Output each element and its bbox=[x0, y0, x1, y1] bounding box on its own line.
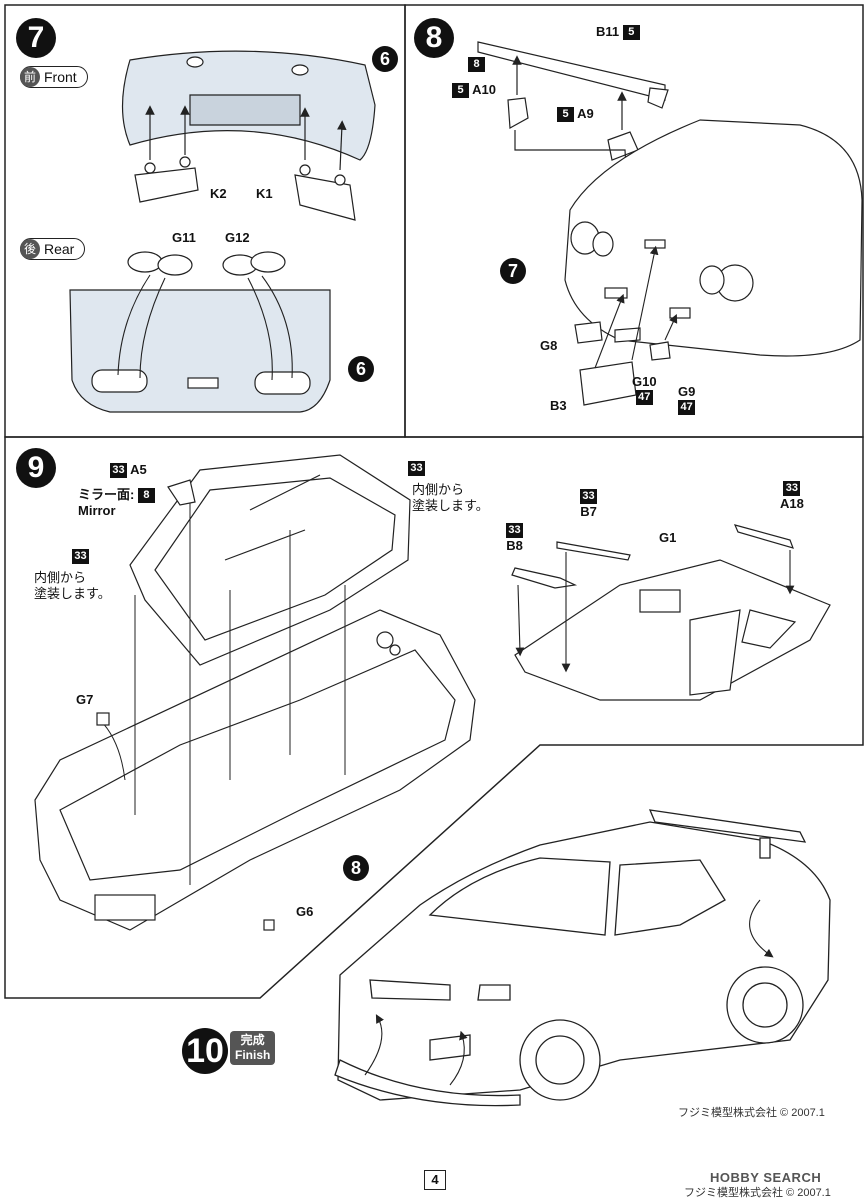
step-number-8: 8 bbox=[414, 18, 454, 58]
mirror-paint: 8 bbox=[137, 488, 155, 504]
a5-text: A5 bbox=[130, 462, 147, 477]
front-bumper-drawing bbox=[121, 50, 376, 161]
label-mirror-face: ミラー面: 8 bbox=[78, 484, 155, 504]
finish-box: 完成 Finish bbox=[230, 1031, 276, 1065]
label-a18: 33 A18 bbox=[780, 480, 804, 511]
step-number-7: 7 bbox=[16, 18, 56, 58]
inside-right-paint: 33 bbox=[408, 461, 425, 477]
window-frame-drawing bbox=[129, 454, 411, 666]
a10-paint: 5 bbox=[452, 83, 469, 99]
g11-g12-parts bbox=[127, 251, 286, 276]
car-rear-drawing bbox=[564, 119, 863, 406]
b7-part bbox=[556, 541, 631, 561]
a18-text: A18 bbox=[780, 496, 804, 512]
b7-text: B7 bbox=[580, 504, 597, 520]
a10-text: A10 bbox=[472, 82, 496, 97]
label-g7: G7 bbox=[76, 692, 94, 707]
spoiler-b11 bbox=[477, 41, 669, 109]
label-g6: G6 bbox=[296, 904, 314, 919]
a10-part bbox=[507, 97, 529, 129]
label-paint-inside-right: 33 bbox=[408, 460, 425, 477]
finish-en: Finish bbox=[235, 1048, 271, 1062]
label-g9: G9 47 bbox=[678, 384, 696, 416]
label-g10: G10 47 bbox=[632, 374, 657, 406]
finish-jp: 完成 bbox=[240, 1033, 265, 1047]
g10-paint: 47 bbox=[635, 390, 653, 406]
maker-credit: フジミ模型株式会社 © 2007.1 bbox=[678, 1107, 825, 1119]
finished-car-drawing bbox=[334, 809, 831, 1107]
label-a5: 33 A5 bbox=[110, 462, 147, 479]
label-b7: 33 B7 bbox=[580, 488, 597, 519]
label-b8: 33 B8 bbox=[506, 522, 523, 553]
front-label: Front bbox=[44, 69, 77, 85]
ref-step-8: 8 bbox=[343, 855, 369, 881]
g6-part bbox=[263, 919, 275, 931]
g10-text: G10 bbox=[632, 374, 657, 389]
roof-g1-drawing bbox=[514, 559, 831, 701]
label-k2: K2 bbox=[210, 186, 227, 201]
ref-step-7: 7 bbox=[500, 258, 526, 284]
label-a10: 5 A10 bbox=[452, 82, 496, 99]
a9-text: A9 bbox=[577, 106, 594, 121]
b7-paint: 33 bbox=[580, 489, 597, 505]
b8-part bbox=[511, 567, 578, 589]
step-number-10: 10 bbox=[182, 1028, 228, 1074]
rear-pill: 後 Rear bbox=[20, 238, 86, 260]
a9-paint: 5 bbox=[557, 107, 574, 123]
b8-text: B8 bbox=[506, 538, 523, 554]
inside-left-paint: 33 bbox=[72, 549, 89, 565]
note-inside-left-2: 塗装します。 bbox=[34, 586, 111, 601]
a18-paint: 33 bbox=[783, 481, 801, 497]
page-number: 4 bbox=[424, 1170, 446, 1190]
b11-paint: 5 bbox=[622, 25, 640, 41]
step9-frame bbox=[4, 436, 864, 999]
rear-label: Rear bbox=[44, 241, 75, 257]
k2-part bbox=[134, 156, 199, 203]
label-k1: K1 bbox=[256, 186, 273, 201]
k1-part bbox=[294, 164, 356, 221]
front-pill: 前 Front bbox=[20, 66, 88, 88]
maker-credit-bottom: フジミ模型株式会社 © 2007.1 bbox=[684, 1187, 831, 1199]
label-g12: G12 bbox=[225, 230, 250, 245]
label-g11: G11 bbox=[172, 230, 196, 245]
label-a9: 5 A9 bbox=[557, 106, 594, 123]
note-inside-right-2: 塗装します。 bbox=[412, 498, 489, 513]
ref-step-6-bottom: 6 bbox=[348, 356, 374, 382]
g9-paint: 47 bbox=[678, 400, 696, 416]
g9-text: G9 bbox=[678, 384, 696, 399]
watermark: HOBBY SEARCH bbox=[710, 1170, 822, 1185]
step-number-9: 9 bbox=[16, 448, 56, 488]
spoiler-paint: 8 bbox=[468, 57, 485, 73]
label-b3: B3 bbox=[550, 398, 567, 413]
b8-paint: 33 bbox=[506, 523, 523, 539]
label-mirror: Mirror bbox=[78, 503, 116, 518]
label-g8: G8 bbox=[540, 338, 558, 353]
note-inside-right-1: 内側から bbox=[412, 482, 465, 497]
rear-kanji: 後 bbox=[20, 239, 40, 259]
g7-part bbox=[96, 712, 110, 726]
label-g1: G1 bbox=[659, 530, 677, 545]
b11-text: B11 bbox=[596, 24, 620, 39]
note-inside-left-1: 内側から bbox=[34, 570, 87, 585]
label-spoiler-paint: 8 bbox=[468, 56, 485, 73]
label-b11: B11 5 bbox=[596, 24, 640, 41]
a18-part bbox=[733, 524, 794, 549]
front-kanji: 前 bbox=[20, 67, 40, 87]
body-shell-drawing bbox=[34, 609, 476, 931]
a5-paint: 33 bbox=[110, 463, 127, 479]
a5-part bbox=[167, 479, 196, 506]
label-paint-inside-left: 33 bbox=[72, 548, 89, 565]
mirror-face-text: ミラー面: bbox=[78, 487, 135, 502]
ref-step-6-top: 6 bbox=[372, 46, 398, 72]
